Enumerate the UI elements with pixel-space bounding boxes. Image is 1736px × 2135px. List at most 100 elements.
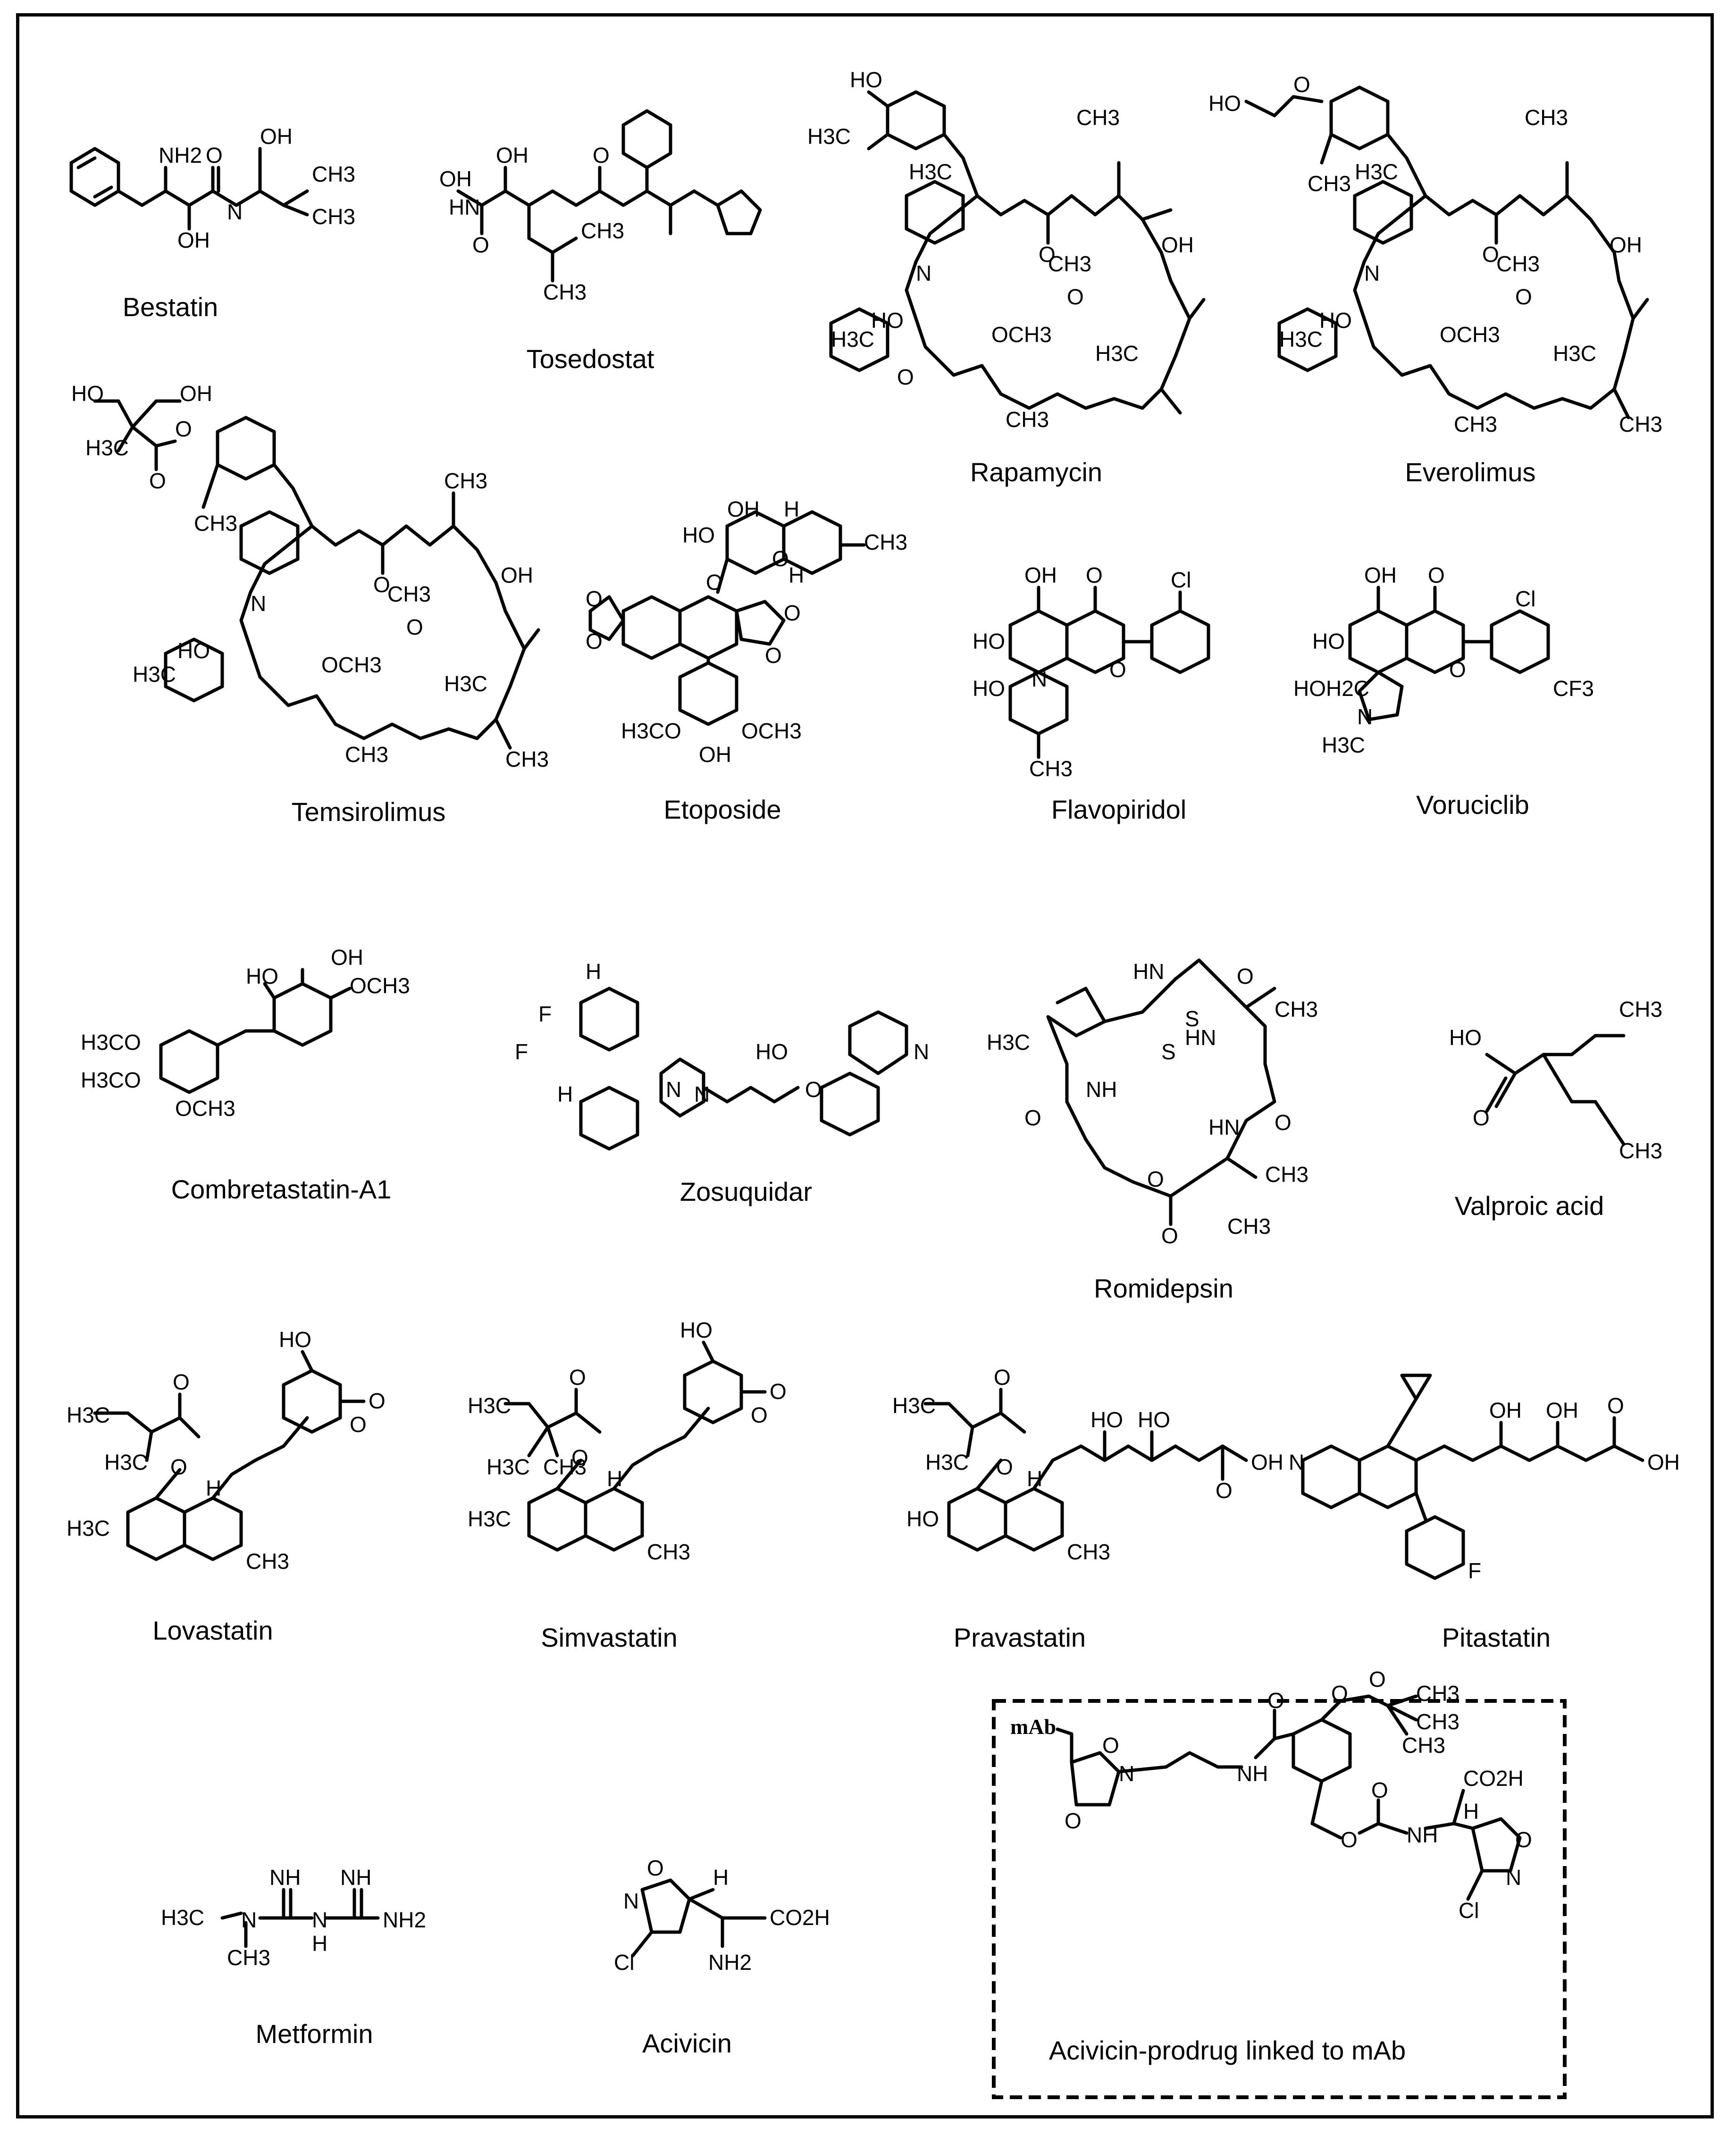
atom-label: CH3 <box>1619 997 1662 1021</box>
atom-label: O <box>1102 1733 1119 1758</box>
atom-label: N <box>241 1908 257 1932</box>
atom-label: H3C <box>104 1450 148 1474</box>
atom-label: O <box>706 570 723 594</box>
atom-label: HO <box>973 676 1005 701</box>
atom-label: H3C <box>1355 159 1398 184</box>
atom-label: O <box>1067 285 1084 309</box>
atom-label: O <box>1473 1105 1490 1130</box>
atom-label: HO <box>1449 1025 1482 1050</box>
structure-metformin: NH NH H3C N N H NH2 CH3 Metformin <box>161 1865 426 2049</box>
atom-label: O <box>586 586 603 611</box>
atom-label: O <box>1607 1393 1624 1418</box>
atom-label: H3CO <box>81 1030 141 1055</box>
atom-label: NH2 <box>708 1950 752 1975</box>
compound-name: Metformin <box>256 2019 373 2049</box>
atom-label: HO <box>71 381 104 406</box>
atom-label: OCH3 <box>350 973 410 998</box>
atom-label: OCH3 <box>175 1096 235 1121</box>
structure-simvastatin: H3C O H3C CH3 O H H3C CH3 HO O O Simvast… <box>468 1318 787 1652</box>
compound-name: Romidepsin <box>1094 1273 1233 1303</box>
atom-label: O <box>1428 563 1445 587</box>
atom-label: OH <box>1647 1450 1680 1474</box>
structure-everolimus: HO O CH3 H3C CH3 O OH CH3 O H3C H3C HO O… <box>1208 72 1662 487</box>
atom-label: H3C <box>133 662 176 687</box>
atom-label: HN <box>1208 1115 1240 1139</box>
atom-label: OH <box>331 945 363 970</box>
atom-label: CH3 <box>1416 1709 1459 1734</box>
atom-label: CH3 <box>1416 1681 1459 1706</box>
chemical-structures-figure: NH2 OH O N OH CH3 CH3 Bestatin OH HN OH … <box>67 67 1680 2099</box>
atom-label: H <box>784 497 799 521</box>
atom-label: H3C <box>444 671 487 696</box>
atom-label: H <box>557 1082 573 1106</box>
atom-label: OH <box>1024 563 1057 587</box>
atom-label: O <box>1237 964 1254 988</box>
atom-label: CH3 <box>387 582 431 606</box>
atom-label: O <box>1024 1105 1041 1130</box>
atom-label: CH3 <box>1619 412 1662 436</box>
atom-label: S <box>1161 1039 1176 1064</box>
atom-label: CH3 <box>1265 1162 1308 1187</box>
atom-label: H3C <box>468 1507 511 1531</box>
atom-label: OH <box>501 563 533 587</box>
atom-label: Cl <box>1171 568 1191 592</box>
atom-label: H3C <box>161 1905 204 1930</box>
atom-label: O <box>571 1445 588 1470</box>
atom-label: O <box>1039 242 1056 267</box>
atom-label: O <box>1331 1681 1348 1706</box>
atom-label: NH <box>1237 1761 1268 1786</box>
atom-label: OH <box>260 124 293 149</box>
atom-label: NH <box>269 1865 301 1890</box>
compound-name: Voruciclib <box>1416 790 1529 820</box>
atom-label: CH3 <box>581 218 624 243</box>
atom-label: CO2H <box>770 1905 830 1930</box>
atom-label: CH3 <box>1525 105 1568 130</box>
atom-label: CH3 <box>864 530 907 554</box>
atom-label: HO <box>177 638 210 663</box>
atom-label: O <box>647 1856 664 1880</box>
atom-label: N <box>914 1039 929 1064</box>
atom-label: CH3 <box>647 1540 690 1564</box>
atom-label: H3C <box>67 1516 110 1541</box>
atom-label: O <box>996 1455 1013 1479</box>
atom-label: HO <box>1312 629 1345 653</box>
compound-name: Acivicin-prodrug linked to mAb <box>1049 2035 1406 2065</box>
atom-label: CH3 <box>1402 1733 1445 1758</box>
atom-label: CH3 <box>312 204 355 229</box>
atom-label: H <box>1027 1466 1042 1491</box>
atom-label: OCH3 <box>1440 322 1500 347</box>
atom-label: O <box>1161 1223 1178 1248</box>
atom-label: H3C <box>1553 341 1596 366</box>
atom-label: N <box>1506 1865 1521 1890</box>
atom-label: O <box>751 1403 768 1427</box>
atom-label: O <box>1065 1808 1082 1833</box>
atom-label: HOH2C <box>1293 676 1369 701</box>
atom-label: O <box>770 1379 787 1404</box>
atom-label: OH <box>177 228 210 252</box>
atom-label: H <box>1463 1799 1479 1824</box>
atom-label: N <box>694 1082 710 1106</box>
atom-label: CH3 <box>194 511 237 536</box>
compound-name: Lovastatin <box>152 1616 273 1645</box>
atom-label: HO <box>755 1039 788 1064</box>
atom-label: O <box>173 1370 190 1394</box>
atom-label: H3C <box>85 435 129 460</box>
atom-label: O <box>406 615 423 639</box>
atom-label: F <box>1468 1558 1481 1583</box>
atom-label: OH <box>180 381 212 406</box>
atom-label: H3C <box>831 327 874 352</box>
atom-label: H3C <box>67 1403 110 1427</box>
atom-label: H3C <box>807 124 851 149</box>
atom-label: HO <box>1090 1407 1123 1432</box>
atom-label: O <box>897 365 914 389</box>
atom-label: O <box>1086 563 1103 587</box>
atom-label: CH3 <box>1029 756 1073 781</box>
atom-label: CH3 <box>543 280 587 304</box>
compound-name: Temsirolimus <box>292 797 446 827</box>
atom-label: N <box>623 1889 639 1913</box>
atom-label: O <box>170 1455 187 1479</box>
atom-label: OH <box>1546 1398 1578 1423</box>
atom-label: H3C <box>468 1393 511 1418</box>
compound-name: Zosuquidar <box>680 1177 812 1206</box>
atom-label: O <box>1293 72 1310 97</box>
